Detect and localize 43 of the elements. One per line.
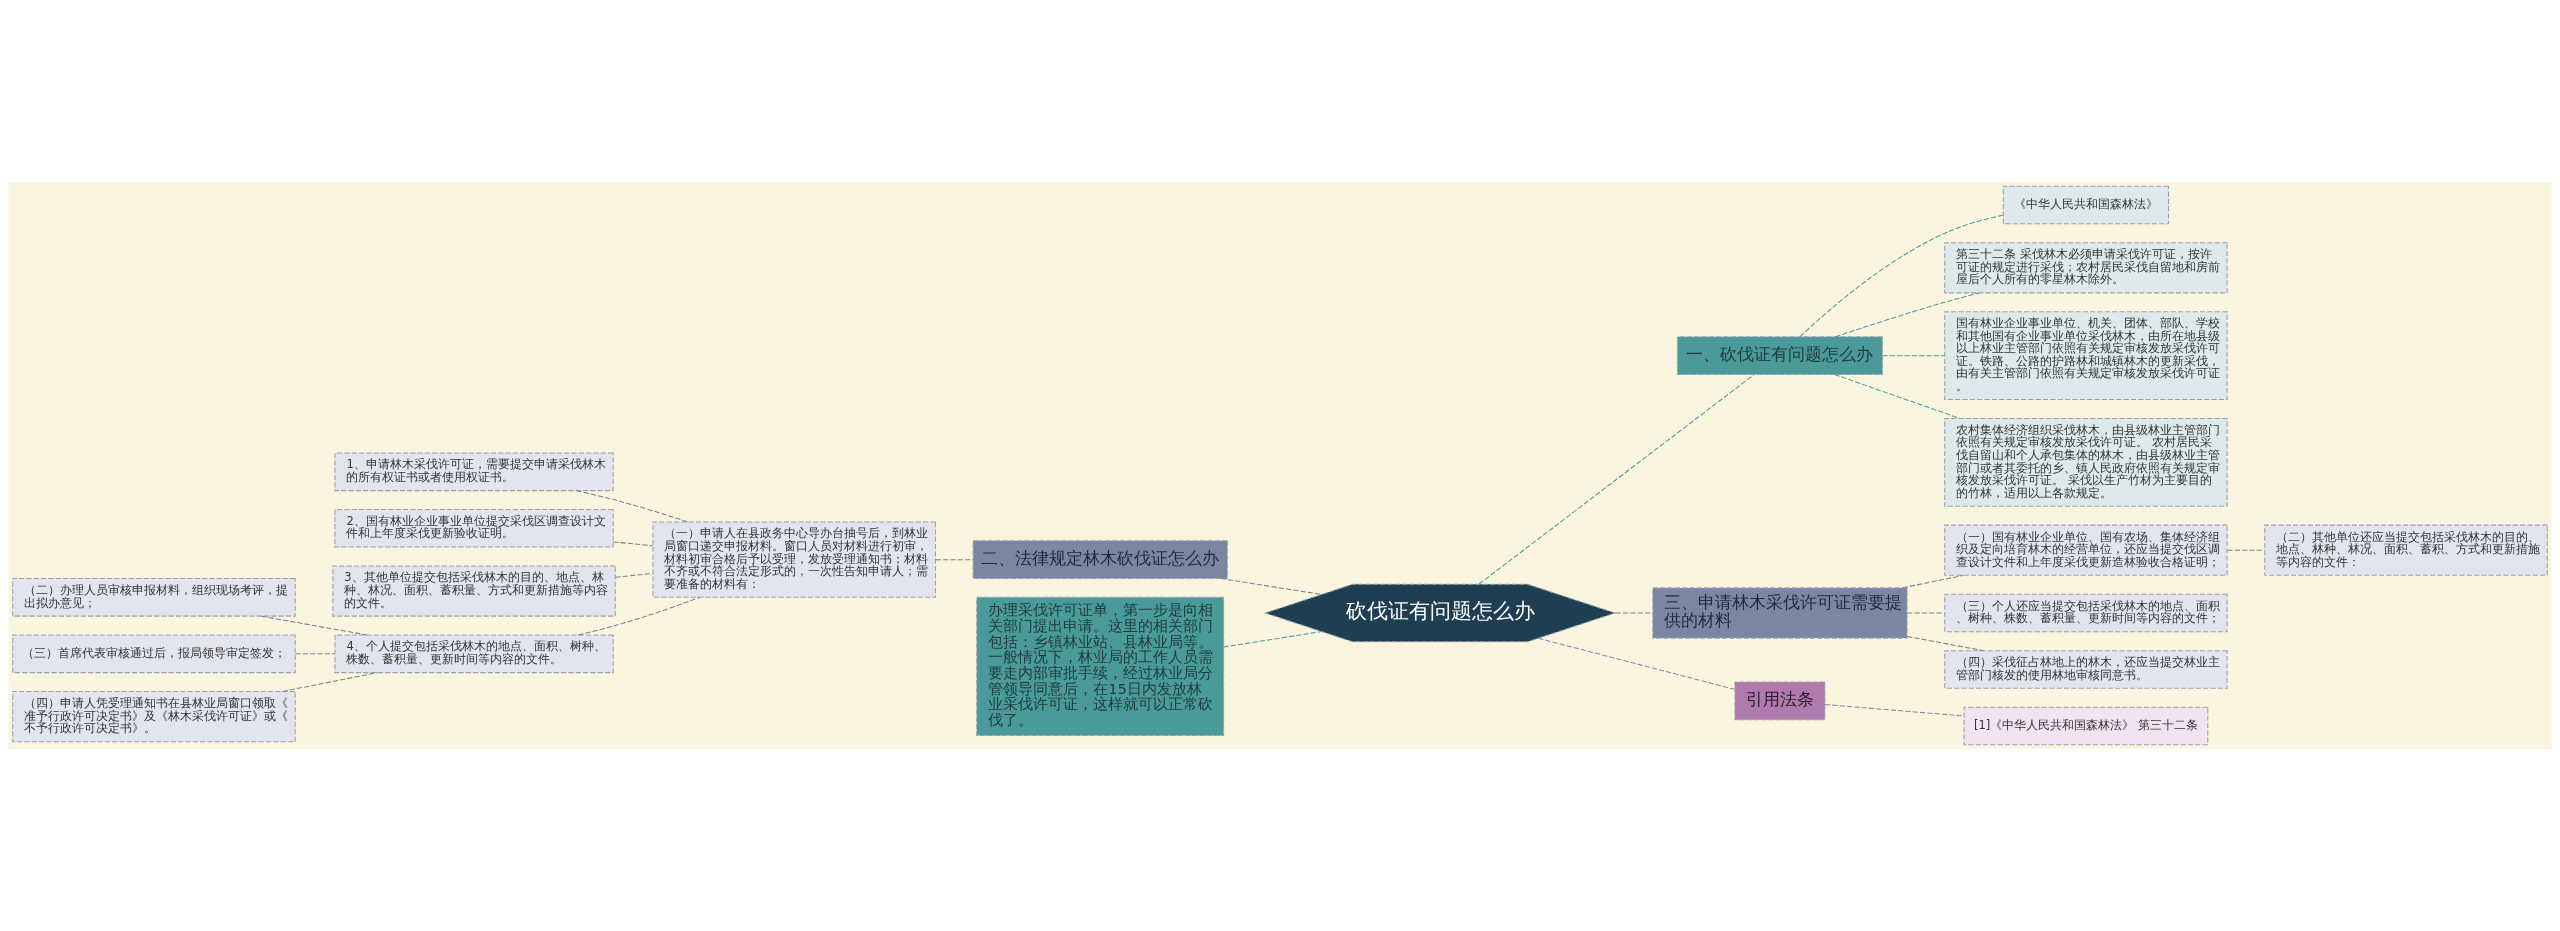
connector — [260, 615, 368, 636]
connector — [1902, 574, 1964, 589]
node-box: 二、法律规定林木砍伐证怎么办 — [972, 540, 1228, 579]
node-box: 《中华人民共和国森林法》 — [2002, 185, 2170, 225]
connector — [1537, 637, 1736, 690]
connector — [282, 672, 378, 692]
connector — [1799, 214, 2004, 338]
node-box: 2、国有林业企业事业单位提交采伐区调查设计文件和上年度采伐更新验收证明。 — [334, 508, 614, 548]
node-box: 一、砍伐证有问题怎么办 — [1676, 336, 1883, 375]
node-box: （四）申请人凭受理通知书在县林业局窗口领取《准予行政许可决定书》及《林木采伐许可证》或《不予行政许可决定书》。 — [12, 690, 296, 743]
connector — [294, 653, 336, 655]
connector — [615, 573, 654, 578]
node-box: （三）首席代表审核通过后，报局领导审定签发； — [12, 634, 296, 674]
node-box: （二）其他单位还应当提交包括采伐林木的目的、地点、林种、林况、面积、蓄积、方式和更新措施等内容的文件： — [2264, 524, 2548, 576]
node-box: 第三十二条 采伐林木必须申请采伐许可证，按许可证的规定进行采伐；农村居民采伐自留地和房前屋后个人所有的零星林木除外。 — [1944, 242, 2228, 294]
connector — [1223, 631, 1322, 648]
node-box: 引用法条 — [1734, 681, 1826, 721]
node-box: 农村集体经济组织采伐林木，由县级林业主管部门依照有关规定审核发放采伐许可证。 农村居民采伐自留山和个人承包集体的林木，由县级林业主管部门或者其委托的乡、镇人民政府依照有关规定审核发放采伐许可证。 采伐以生产竹材为主要目的的竹林，适用以上各款规定。 — [1944, 417, 2228, 507]
connector — [1824, 704, 1965, 717]
connector — [1835, 292, 1980, 338]
connector — [1614, 612, 1654, 614]
node-box: （四）采伐征占林地上的林木，还应当提交林业主管部门核发的使用林地审核同意书。 — [1944, 650, 2228, 689]
node-box: 1、申请林木采伐许可证，需要提交申请采伐林木的所有权证书或者使用权证书。 — [334, 452, 614, 492]
node-box: （二）办理人员审核申报材料，组织现场考评，提出拟办意见； — [12, 577, 296, 617]
connector — [2226, 549, 2265, 551]
node-box: [1]《中华人民共和国森林法》 第三十二条 — [1963, 706, 2209, 746]
node-box: （三）个人还应当提交包括采伐林木的地点、面积、树种、株数、蓄积量、更新时间等内容的文件； — [1944, 593, 2228, 633]
connector — [577, 596, 701, 636]
connector — [1834, 373, 1961, 419]
node-box: （一）国有林业企业单位、国有农场、集体经济组织及定向培育林木的经营单位，还应当提交伐区调查设计文件和上年度采伐更新造林验收合格证明； — [1944, 524, 2228, 576]
connector — [935, 559, 974, 561]
node-box: （一）申请人在县政务中心导办台抽号后，到林业局窗口递交申报材料。窗口人员对材料进行初审，材料初审合格后予以受理，发放受理通知书；材料不齐或不符合法定形式的，一次性告知申请人；需要准备的材料有： — [652, 521, 936, 598]
connector — [1906, 612, 1945, 614]
connector — [1906, 635, 1985, 652]
connector — [612, 541, 654, 547]
connector — [1478, 374, 1755, 585]
connector — [1220, 578, 1322, 595]
node-box: 三、申请林木采伐许可证需要提供的材料 — [1652, 587, 1908, 639]
node-box: 3、其他单位提交包括采伐林木的目的、地点、林种、林况、面积、蓄积量、方式和更新措施等内容的文件。 — [332, 565, 616, 617]
node-box: 国有林业企业事业单位、机关、团体、部队、学校和其他国有企业事业单位采伐林木，由所在地县级以上林业主管部门依照有关规定审核发放采伐许可证。铁路、公路的护路林和城镇林木的更新采伐，由有关主管部门依照有关规定审核发放采伐许可证。 — [1944, 311, 2228, 401]
node-box: 办理采伐许可证单，第一步是向相关部门提出申请。这里的相关部门包括：乡镇林业站、县林业局等。一般情况下，林业局的工作人员需要走内部审批手续，经过林业局分管领导同意后，在15日内发放林业采伐许可证，这样就可以正常砍伐了。 — [976, 596, 1225, 736]
connector — [1882, 355, 1946, 357]
node-box: 4、个人提交包括采伐林木的地点、面积、树种、株数、蓄积量、更新时间等内容的文件。 — [334, 634, 614, 674]
